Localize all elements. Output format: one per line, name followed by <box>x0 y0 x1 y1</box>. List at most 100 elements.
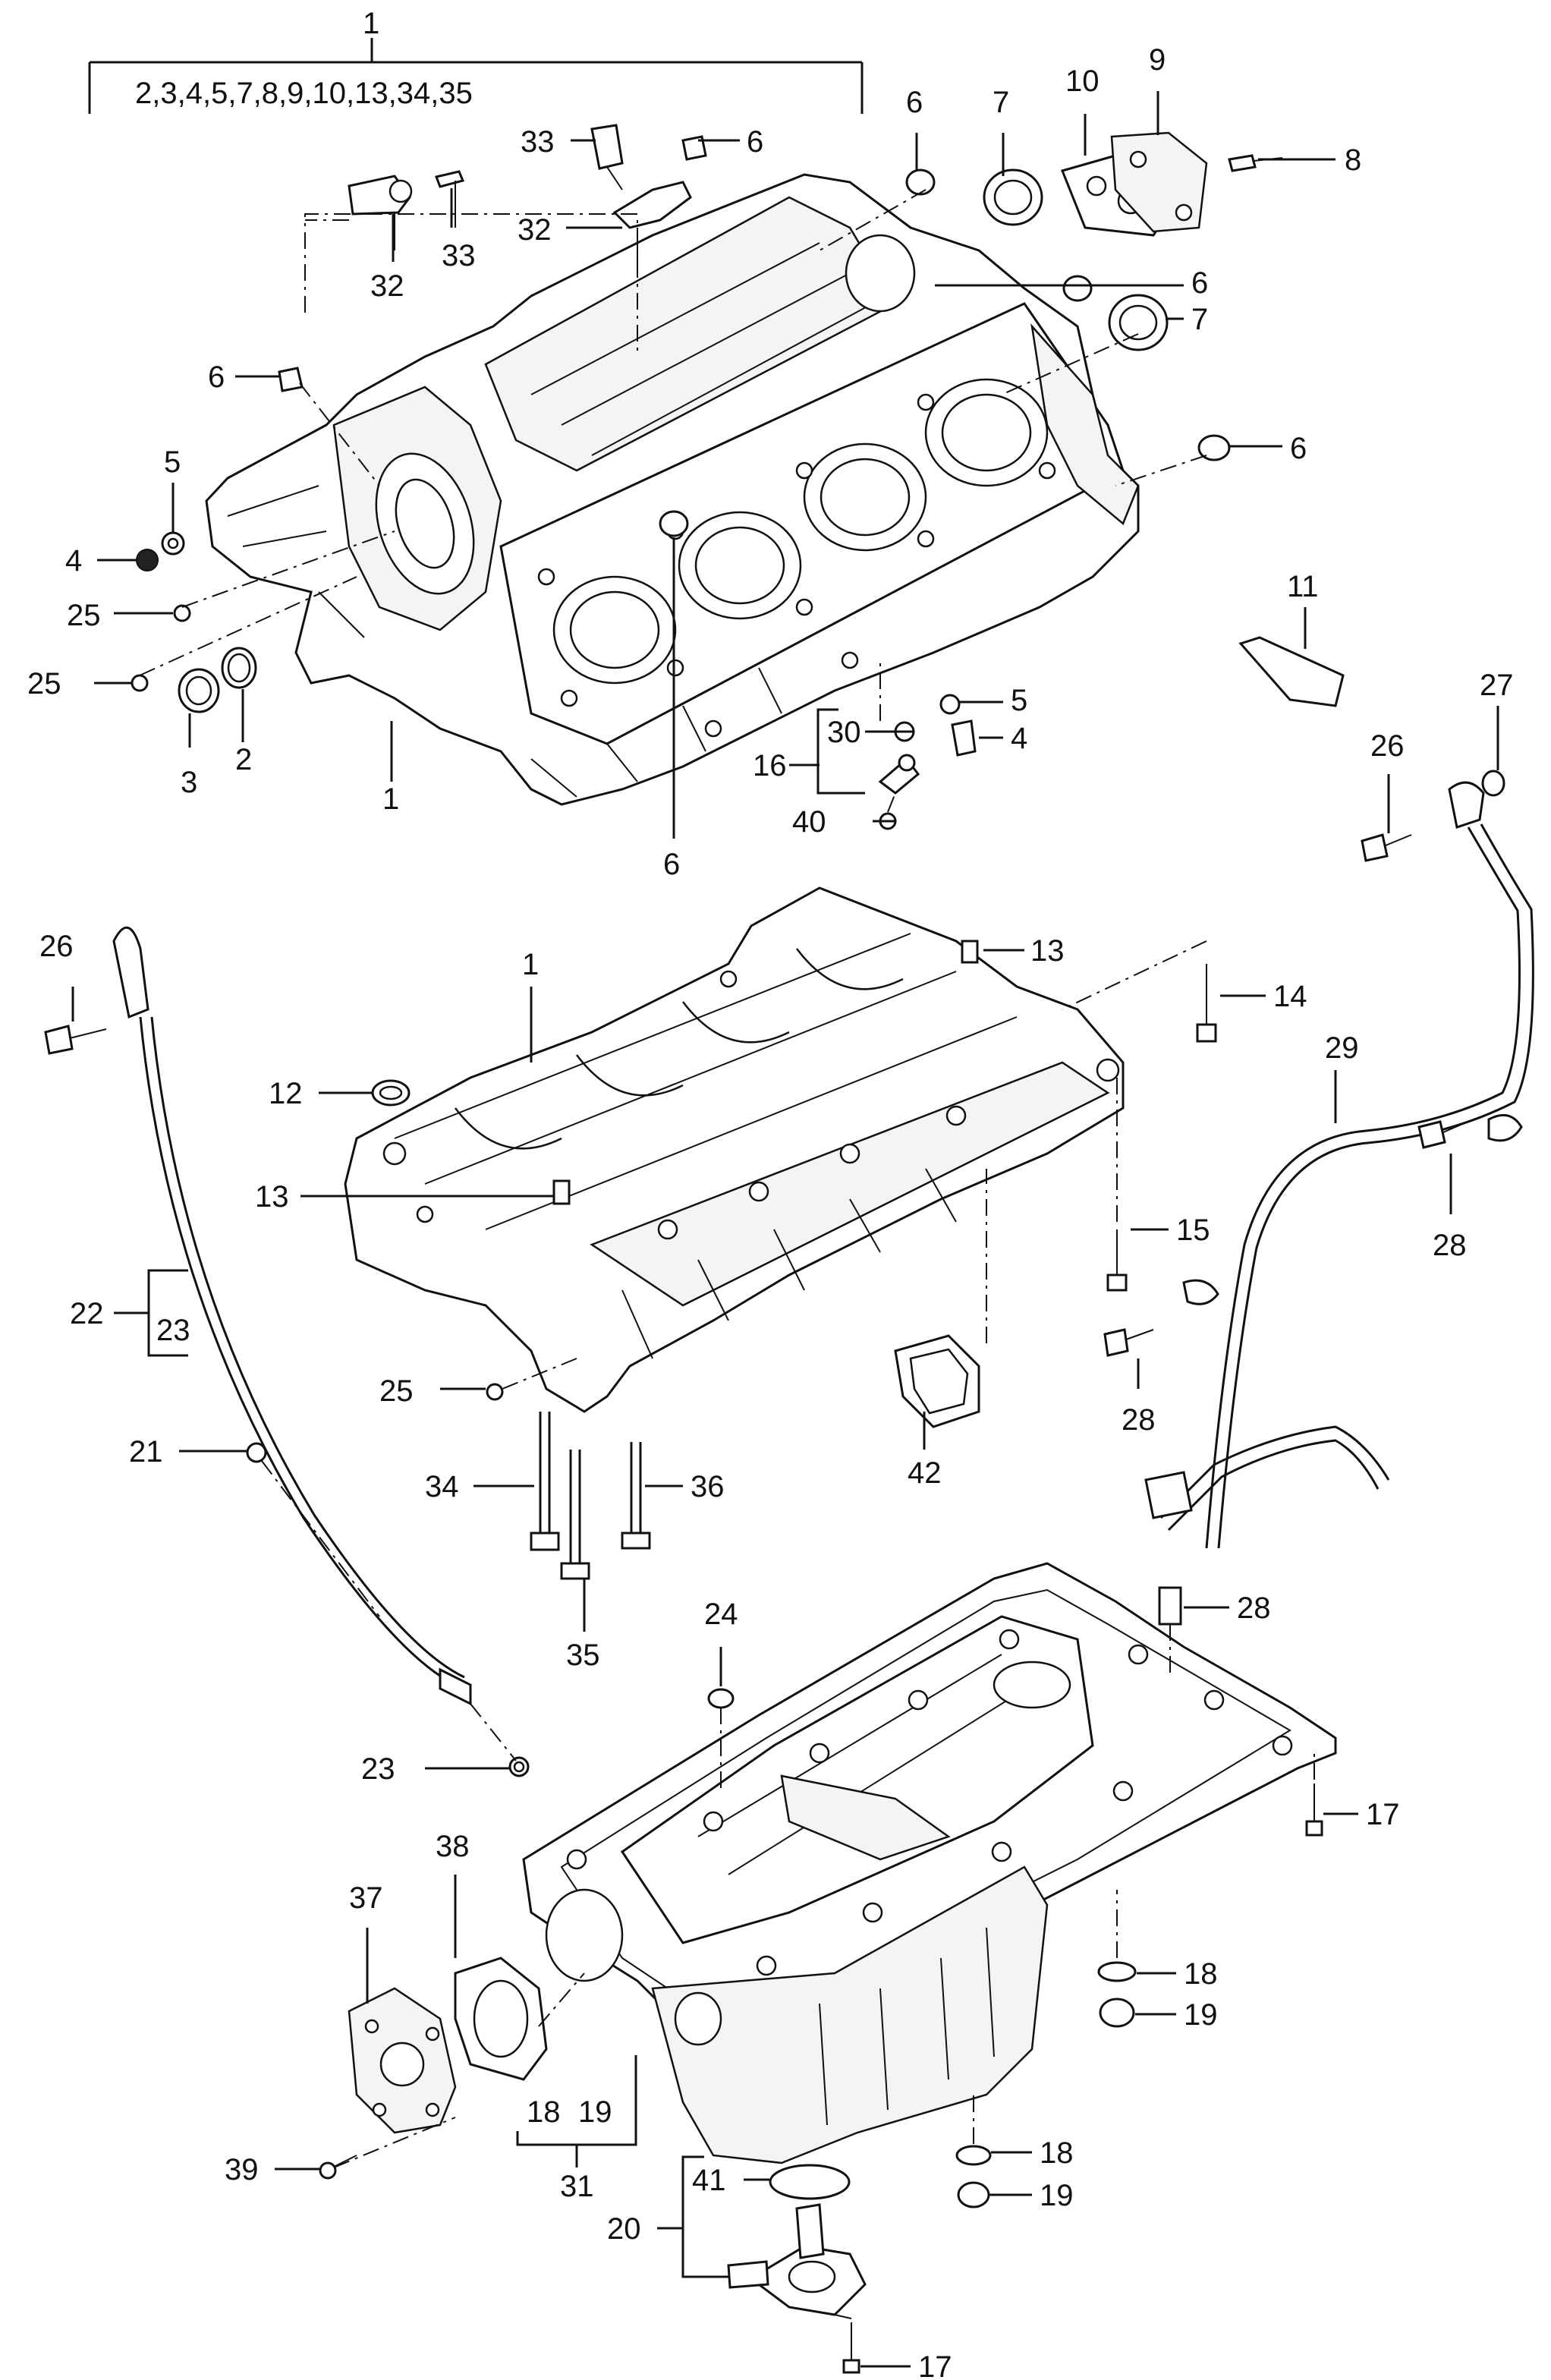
bolt-39 <box>319 2155 357 2180</box>
callout-19-c: 19 <box>1040 2179 1074 2212</box>
dowel-6-left <box>278 367 304 392</box>
callout-4-a: 4 <box>65 544 82 578</box>
plug-19-a <box>1099 1998 1135 2028</box>
plug-4-right <box>951 719 977 757</box>
callout-2: 2 <box>235 743 252 776</box>
callout-42: 42 <box>908 1456 942 1490</box>
bolt-28-b <box>1103 1328 1154 1357</box>
bolt-8 <box>1228 154 1283 172</box>
callout-36: 36 <box>691 1470 725 1503</box>
callout-17-a: 17 <box>1366 1798 1400 1831</box>
callout-numbers: 6 7 10 9 8 33 33 6 32 32 6 7 6 6 5 4 25 … <box>27 43 1514 2380</box>
callout-28-a: 28 <box>1433 1229 1467 1262</box>
oring-41 <box>769 2164 851 2200</box>
callout-6-f: 6 <box>663 848 680 881</box>
washer-5-left <box>161 531 185 556</box>
callout-18-a: 18 <box>1184 1957 1218 1991</box>
callout-35: 35 <box>566 1639 600 1672</box>
knock-sensor-left <box>348 175 413 250</box>
oil-level-sensor-20 <box>727 2203 867 2316</box>
callout-40: 40 <box>792 805 826 839</box>
callout-1-group-list: 2,3,4,5,7,8,9,10,13,34,35 <box>135 77 473 110</box>
oil-pump-37 <box>348 1987 457 2134</box>
bolt-35 <box>560 1450 590 1580</box>
dowel-6-center <box>659 510 689 537</box>
callout-14: 14 <box>1273 980 1307 1013</box>
oring-27 <box>1481 770 1505 797</box>
callout-28-b: 28 <box>1122 1403 1156 1437</box>
callout-26-a: 26 <box>1370 729 1405 763</box>
dowel-6-rear <box>905 168 936 196</box>
dipstick-tube-22 <box>112 926 472 1706</box>
callout-16: 16 <box>753 749 787 782</box>
bolt-28-c <box>1158 1586 1182 1626</box>
callout-25-a: 25 <box>67 599 101 632</box>
dowel-6-upper <box>681 135 707 161</box>
callout-4-b: 4 <box>1011 722 1027 755</box>
oil-pan <box>522 1562 1337 2164</box>
callout-1-top: 1 <box>363 7 379 40</box>
dowel-6-mid-right <box>1062 275 1093 302</box>
plug-25-b <box>131 674 149 692</box>
upper-crankcase-block <box>205 173 1140 806</box>
callout-19-b: 19 <box>578 2095 612 2129</box>
leader-21 <box>261 1460 380 1617</box>
bolt-21 <box>246 1442 267 1463</box>
bolt-28-a <box>1417 1120 1465 1149</box>
seal-18-b <box>955 2145 992 2166</box>
callout-22: 22 <box>70 1297 104 1330</box>
bolt-15 <box>1106 1229 1128 1292</box>
leader-23 <box>470 1703 517 1761</box>
bolt-14 <box>1196 964 1217 1043</box>
callout-32-a: 32 <box>518 213 552 247</box>
callout-5-a: 5 <box>164 445 181 479</box>
callout-8: 8 <box>1345 143 1361 177</box>
seal-7-upper <box>983 168 1043 226</box>
seal-7-lower <box>1108 294 1169 351</box>
cover-9 <box>1110 131 1208 233</box>
callout-37: 37 <box>349 1881 383 1915</box>
bolt-33-upper <box>590 124 624 190</box>
oring-12 <box>371 1079 411 1107</box>
gasket-38 <box>454 1957 548 2081</box>
bolt-17-lower <box>842 2322 860 2374</box>
callout-9: 9 <box>1149 43 1166 77</box>
callout-23-a: 23 <box>156 1314 190 1347</box>
callout-39: 39 <box>225 2153 259 2186</box>
callout-30: 30 <box>827 716 861 749</box>
dowel-13-top <box>961 940 979 964</box>
seal-18-a <box>1097 1961 1137 1982</box>
callout-25-b: 25 <box>27 667 61 700</box>
callout-13-a: 13 <box>1030 934 1065 968</box>
lower-crankcase <box>344 886 1125 1413</box>
assembly-leader-lines-lower <box>502 940 1207 1390</box>
callout-28-c: 28 <box>1237 1591 1271 1625</box>
bolt-33-left <box>434 170 465 228</box>
callout-33-a: 33 <box>521 125 555 159</box>
bolt-17-upper <box>1305 1783 1323 1837</box>
bolt-34 <box>530 1412 560 1551</box>
plug-4-left <box>136 549 159 571</box>
callout-31: 31 <box>560 2170 594 2203</box>
bolt-26-left <box>44 1025 107 1055</box>
callout-6-c: 6 <box>1191 266 1208 300</box>
callout-18-b: 18 <box>527 2095 561 2129</box>
callout-18-c: 18 <box>1040 2136 1074 2170</box>
callout-3: 3 <box>181 766 197 799</box>
washer-24 <box>707 1688 735 1709</box>
callout-25-c: 25 <box>379 1374 414 1408</box>
callout-17-b: 17 <box>918 2350 952 2380</box>
callout-21: 21 <box>129 1435 163 1469</box>
callout-5-b: 5 <box>1011 684 1027 717</box>
bolt-26-right <box>1361 833 1412 862</box>
callout-7-b: 7 <box>1191 303 1208 336</box>
callout-1-lower: 1 <box>522 948 539 981</box>
washer-5-right <box>939 694 961 715</box>
callout-leader-lines <box>71 91 1499 2368</box>
callout-13-b: 13 <box>255 1180 289 1214</box>
callout-38: 38 <box>436 1830 470 1863</box>
assembly-leader-lines-pan <box>333 1624 1315 2319</box>
oring-23-lower <box>508 1756 530 1777</box>
